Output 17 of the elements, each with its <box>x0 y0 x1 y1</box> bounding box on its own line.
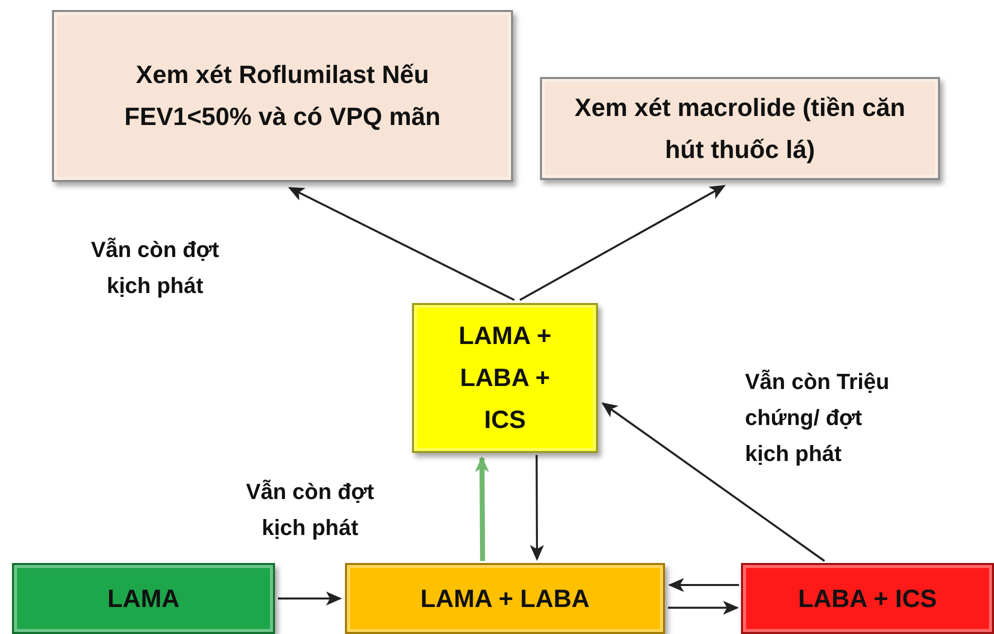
note-text: Vẫn còn đợt kịch phát <box>90 236 220 300</box>
arrow <box>475 456 490 562</box>
note-text: Vẫn còn đợt kịch phát <box>244 478 376 542</box>
process-box: LAMA <box>12 563 275 634</box>
arrow <box>668 578 739 592</box>
arrow <box>601 402 826 562</box>
process-box: LAMA + LABA + ICS <box>412 303 598 453</box>
process-box: Xem xét macrolide (tiền căn hút thuốc lá) <box>540 77 940 180</box>
arrow <box>278 592 342 606</box>
arrow <box>519 185 726 301</box>
process-box: Xem xét Roflumilast Nếu FEV1<50% và có VPQ mãn <box>52 10 513 182</box>
arrow <box>530 455 544 561</box>
process-box: LABA + ICS <box>741 563 994 634</box>
arrow <box>288 187 515 301</box>
arrow <box>668 600 739 615</box>
note-text: Vẫn còn Triệu chứng/ đợt kịch phát <box>745 368 890 468</box>
process-box: LAMA + LABA <box>345 563 665 634</box>
